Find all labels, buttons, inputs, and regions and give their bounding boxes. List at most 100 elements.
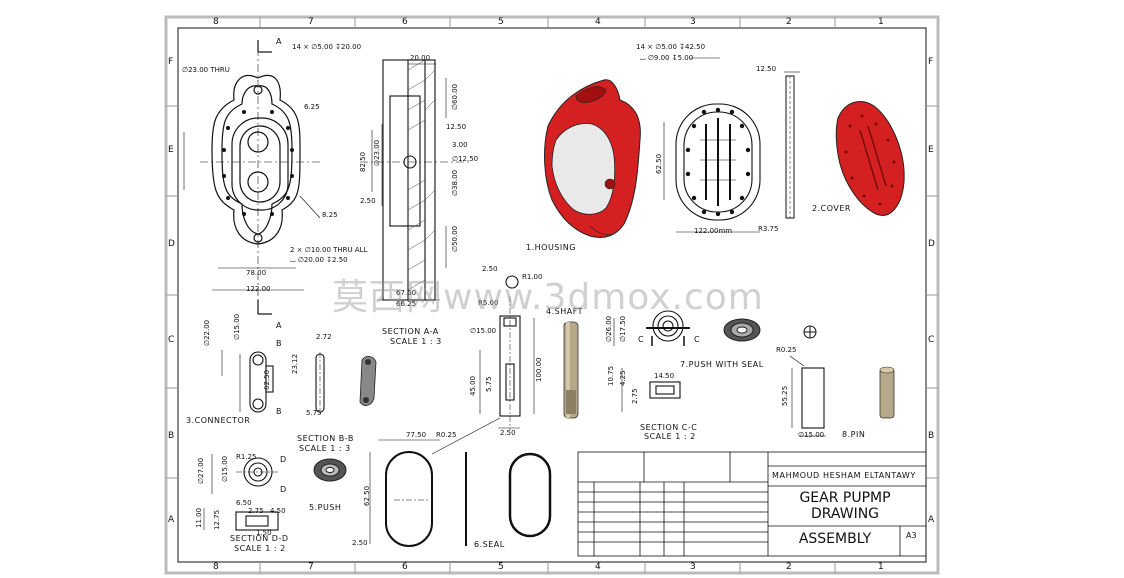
section-a-a-dim-lines [371, 63, 447, 301]
dim-connector-6250: 62.50 [263, 369, 271, 390]
dim-section-6625: 66.25 [396, 300, 417, 308]
dim-housing-cbore: ⌴ ∅20.00 ↧2.50 [290, 256, 348, 264]
dim-housing-78: 78.00 [246, 269, 267, 277]
dim-housing-122: 122.00 [246, 285, 271, 293]
push-3d-model [313, 458, 347, 482]
label-shaft: 4.SHAFT [546, 307, 584, 316]
housing-front-view [200, 48, 320, 300]
zone-row-f-left: F [168, 57, 174, 67]
title-block-author: MAHMOUD HESHAM ELTANTAWY [772, 471, 916, 480]
dim-shaft-d15: ∅15.00 [470, 327, 497, 335]
dim-push-seal-1075: 10.75 [607, 365, 615, 386]
dim-seal-7750: 77.50 [406, 431, 427, 439]
zone-col-7-bottom: 7 [308, 562, 314, 572]
dim-section-1250: 12.50 [446, 123, 467, 131]
zone-row-c-right: C [928, 335, 935, 345]
zone-col-4-top: 4 [595, 17, 601, 27]
dim-push-seal-275: 2.75 [631, 388, 639, 404]
cut-label-a-top: A [276, 37, 282, 46]
zone-col-8-top: 8 [213, 17, 219, 27]
connector-view [221, 350, 325, 414]
dim-shaft-45: 45.00 [469, 375, 477, 396]
dim-push-d15: ∅15.00 [221, 455, 229, 482]
dim-shaft-r1: R1.00 [522, 273, 543, 281]
dim-cover-r375: R3.75 [758, 225, 779, 233]
dim-shaft-575: 5.75 [485, 376, 493, 392]
dim-connector-d15: ∅15.00 [233, 313, 241, 340]
label-section-cc: SECTION C-C [640, 423, 698, 432]
push-with-seal-3d-model [723, 318, 761, 342]
dim-housing-thru: ∅23.00 THRU [182, 66, 230, 74]
title-block [577, 451, 927, 557]
zone-row-a-left: A [168, 515, 175, 525]
dim-seal-250: 2.50 [352, 539, 368, 547]
dim-shaft-250b: 2.50 [500, 429, 516, 437]
zone-col-6-top: 6 [402, 17, 408, 27]
dim-housing-r825: 8.25 [322, 211, 338, 219]
cut-label-c-left: C [638, 335, 645, 344]
dim-shaft-r5: R5.00 [478, 299, 499, 307]
dim-connector-2312: 23.12 [291, 353, 299, 374]
label-push-with-seal: 7.PUSH WITH SEAL [680, 360, 764, 369]
dim-pin-d15: ∅15.00 [798, 431, 825, 439]
zone-row-e-right: E [928, 145, 934, 155]
shaft-view [479, 275, 535, 430]
push-with-seal-view [613, 310, 690, 412]
cover-side-view [784, 71, 800, 219]
zone-col-6-bottom: 6 [402, 562, 408, 572]
dim-connector-d22: ∅22.00 [203, 319, 211, 346]
zone-row-d-left: D [168, 239, 175, 249]
cover-dim-lines [663, 57, 760, 233]
zone-row-b-left: B [168, 431, 175, 441]
zone-row-b-right: B [928, 431, 935, 441]
dim-push-150: 1.50 [256, 529, 272, 537]
shaft-3d-model [563, 321, 579, 419]
dim-push-650: 6.50 [236, 499, 252, 507]
dim-section-d38: ∅38.00 [451, 169, 459, 196]
zone-row-a-right: A [928, 515, 935, 525]
zone-row-c-left: C [168, 335, 175, 345]
dim-pin-5525: 55.25 [781, 385, 789, 406]
dim-section-d1250: ∅12.50 [452, 155, 479, 163]
zone-col-7-top: 7 [308, 17, 314, 27]
label-section-aa: SECTION A-A [382, 327, 439, 336]
title-block-title: GEAR PUPMP DRAWING [799, 490, 891, 522]
label-scale-bb: SCALE 1 : 3 [299, 444, 351, 453]
label-cover: 2.COVER [812, 204, 851, 213]
label-seal: 6.SEAL [474, 540, 505, 549]
cut-label-b-bottom: B [276, 407, 282, 416]
label-scale-aa: SCALE 1 : 3 [390, 337, 442, 346]
pin-view [789, 355, 826, 437]
cut-label-b-top: B [276, 339, 282, 348]
zone-col-8-bottom: 8 [213, 562, 219, 572]
zone-col-1-bottom: 1 [878, 562, 884, 572]
small-ring-icon [803, 325, 817, 339]
cut-label-a-bottom: A [276, 321, 282, 330]
title-block-assembly: ASSEMBLY [798, 531, 872, 547]
zone-col-2-bottom: 2 [786, 562, 792, 572]
dim-push-seal-1450: 14.50 [654, 372, 675, 380]
dim-cover-1250: 12.50 [756, 65, 777, 73]
cover-3d-model [835, 101, 905, 216]
label-section-bb: SECTION B-B [297, 434, 354, 443]
dim-section-d50: ∅50.00 [451, 225, 459, 252]
dim-section-8250: 82.50 [359, 151, 367, 172]
label-scale-cc: SCALE 1 : 2 [644, 432, 696, 441]
dim-push-seal-425: 4.25 [619, 370, 627, 386]
dim-section-6750: 67.50 [396, 289, 417, 297]
zone-col-3-bottom: 3 [690, 562, 696, 572]
dim-push-d27: ∅27.00 [197, 457, 205, 484]
seal-view [369, 417, 552, 547]
label-housing: 1.HOUSING [526, 243, 576, 252]
dim-cover-122: 122.00mm [694, 227, 733, 235]
dim-push-450: 4.50 [270, 507, 286, 515]
cut-label-d-top: D [280, 455, 287, 464]
dim-section-d60: ∅60.00 [451, 83, 459, 110]
dim-housing-625: 6.25 [304, 103, 320, 111]
dim-seal-6250: 62.50 [363, 485, 371, 506]
zone-row-e-left: E [168, 145, 174, 155]
dim-connector-272: 2.72 [316, 333, 332, 341]
dim-shaft-100: 100.00 [535, 357, 543, 383]
label-push: 5.PUSH [309, 503, 342, 512]
